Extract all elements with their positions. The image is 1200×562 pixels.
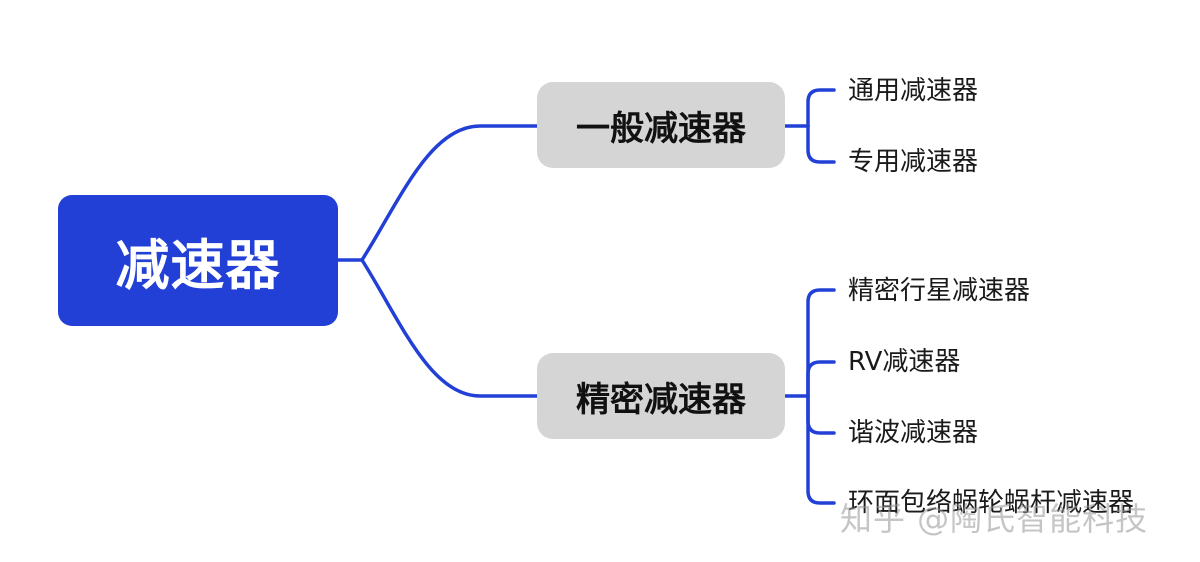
branch-node-precision[interactable]: 精密减速器 [537, 353, 785, 439]
branch-node-label: 精密减速器 [576, 379, 746, 420]
root-node[interactable]: 减速器 [58, 195, 338, 326]
leaf-node[interactable]: 专用减速器 [848, 147, 979, 177]
root-node-label: 减速器 [115, 234, 281, 297]
leaf-node[interactable]: 谐波减速器 [848, 418, 979, 448]
watermark: 知乎 @陶氏智能科技 [840, 500, 1149, 538]
connector-precision-child-2 [806, 360, 836, 398]
connector-root-to-general [360, 124, 539, 262]
leaf-node[interactable]: 环面包络蜗轮蜗杆减速器 [848, 488, 1135, 518]
leaf-node[interactable]: 通用减速器 [848, 76, 979, 106]
branch-node-label: 一般减速器 [576, 108, 746, 149]
connector-precision-child-1 [806, 288, 836, 398]
connector-general-child-2 [806, 124, 836, 164]
connector-general-child-1 [806, 88, 836, 128]
leaf-node[interactable]: 精密行星减速器 [848, 276, 1031, 306]
branch-node-general[interactable]: 一般减速器 [537, 82, 785, 168]
connector-precision-child-4 [806, 394, 836, 505]
connector-precision-child-3 [806, 394, 836, 435]
connector-root-to-precision [360, 258, 539, 398]
leaf-node[interactable]: RV减速器 [848, 347, 961, 377]
